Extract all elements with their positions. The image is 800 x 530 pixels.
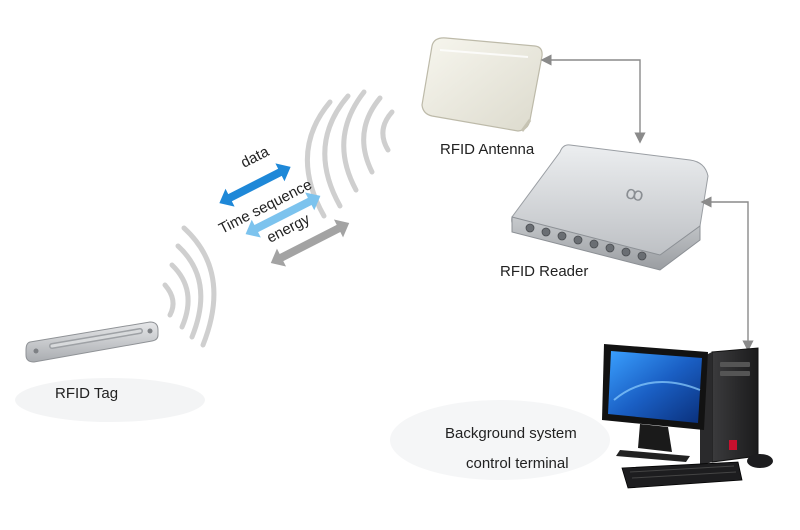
reader-icon: ꝏ	[511, 144, 709, 271]
data-arrow	[219, 163, 291, 207]
wave-arc	[361, 95, 383, 175]
tag-wave-arcs	[162, 225, 217, 348]
time-sequence-arrow	[245, 192, 321, 238]
data-label: data	[238, 143, 272, 172]
terminal-label-line1: Background system	[445, 425, 577, 442]
reader-ports	[525, 223, 647, 261]
antenna-label: RFID Antenna	[440, 141, 535, 158]
antenna-reader-connector	[540, 54, 646, 144]
wave-arc	[380, 109, 395, 153]
antenna-wave-arcs	[305, 89, 395, 219]
floor-shadows	[15, 378, 610, 480]
terminal-label-line2: control terminal	[466, 455, 569, 472]
antenna-icon	[421, 37, 543, 132]
rfid-tag-icon	[25, 321, 159, 363]
wave-arc	[322, 93, 351, 209]
wave-arc	[175, 243, 204, 340]
wave-arc	[181, 225, 217, 348]
wave-arc	[162, 282, 176, 318]
reader-terminal-connector	[700, 196, 754, 352]
wave-arc	[169, 262, 191, 330]
reader-label: RFID Reader	[500, 263, 588, 280]
tag-label: RFID Tag	[55, 385, 118, 402]
signal-arrows: data Time sequence energy	[216, 143, 350, 267]
reader-logo: ꝏ	[624, 182, 646, 205]
wave-arc	[341, 89, 367, 193]
desktop-computer-icon	[602, 344, 773, 489]
energy-arrow	[270, 219, 350, 267]
